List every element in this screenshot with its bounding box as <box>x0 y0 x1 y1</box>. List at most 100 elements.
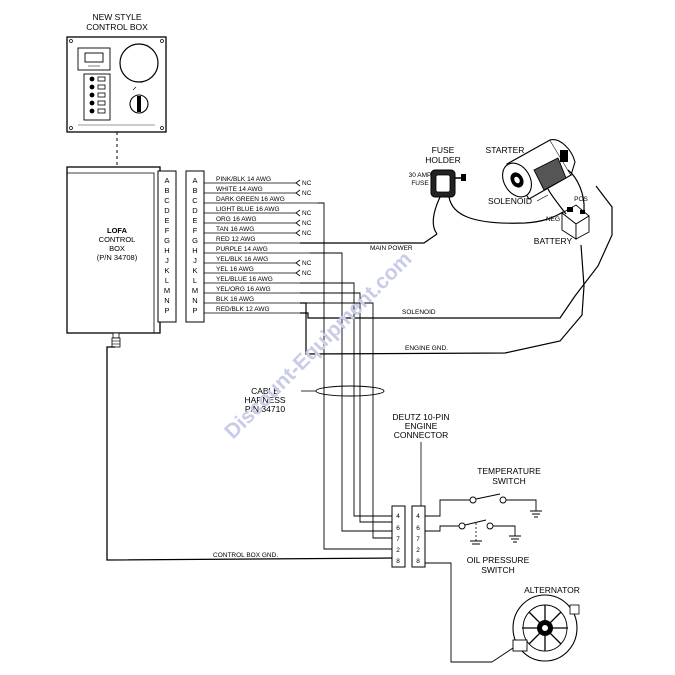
new-style-title-1: NEW STYLE <box>92 12 141 22</box>
nc-label: NC <box>302 220 312 227</box>
pin-letter: K <box>192 266 197 275</box>
nc-label: NC <box>302 180 312 187</box>
deutz-connector: DEUTZ 10-PIN ENGINE CONNECTOR 4 6 7 2 8 … <box>391 412 450 568</box>
control-box-ground-label: CONTROL BOX GND. <box>213 552 278 559</box>
pin-letter: G <box>164 236 170 245</box>
pin-letter: C <box>164 196 170 205</box>
alternator: ALTERNATOR <box>425 562 580 663</box>
new-style-control-box: NEW STYLE CONTROL BOX <box>66 12 167 166</box>
battery: BATTERY NEG POS <box>534 196 590 246</box>
fuse-holder-label-1: FUSE <box>432 145 455 155</box>
wire-labels: PINK/BLK 14 AWG WHITE 14 AWG DARK GREEN … <box>216 176 285 313</box>
pin-letter: M <box>164 286 170 295</box>
harness-wires <box>300 202 393 550</box>
pin-letter: H <box>164 246 169 255</box>
nc-label: NC <box>302 210 312 217</box>
engine-ground-wire <box>300 244 585 355</box>
fuse-rating: 30 AMP <box>409 172 432 179</box>
temperature-switch: TEMPERATURE SWITCH <box>425 466 542 518</box>
pin-letter: E <box>192 216 197 225</box>
nc-label: NC <box>302 230 312 237</box>
wire-label: RED 12 AWG <box>216 236 256 243</box>
wire-leaders <box>204 182 318 314</box>
wire-label: ORG 16 AWG <box>216 216 257 223</box>
cable-harness-label-1: CABLE <box>251 386 279 396</box>
pin-letter: B <box>192 186 197 195</box>
cable-harness: CABLE HARNESS P/N 34710 <box>244 385 385 414</box>
lofa-part-number: (P/N 34708) <box>97 253 138 262</box>
lofa-label: LOFA <box>107 226 128 235</box>
pin-letter: H <box>192 246 197 255</box>
solenoid-wire-label: SOLENOID <box>402 309 436 316</box>
wire-label: WHITE 14 AWG <box>216 186 263 193</box>
connector-pin: 4 <box>396 513 400 520</box>
wire-label: DARK GREEN 16 AWG <box>216 196 285 203</box>
fuse-rating-label: FUSE <box>411 180 429 187</box>
connector-pin: 6 <box>416 525 420 532</box>
temperature-switch-label-2: SWITCH <box>492 476 526 486</box>
pin-letter: J <box>193 256 197 265</box>
oil-pressure-switch: OIL PRESSURE SWITCH <box>425 519 530 575</box>
fuse-holder: FUSE HOLDER 30 AMP FUSE <box>409 145 564 235</box>
connector-pin: 7 <box>396 536 400 543</box>
pin-letter: N <box>192 296 197 305</box>
nc-label: NC <box>302 190 312 197</box>
pin-letter: G <box>192 236 198 245</box>
battery-pos-label: POS <box>574 196 588 203</box>
main-power-label: MAIN POWER <box>370 245 413 252</box>
wire-label: YEL/BLUE 16 AWG <box>216 276 273 283</box>
cable-harness-label-2: HARNESS <box>244 395 285 405</box>
pin-letter: C <box>192 196 198 205</box>
connector-pin: 4 <box>416 513 420 520</box>
solenoid-wire <box>300 185 613 319</box>
wire-label: YEL/BLK 16 AWG <box>216 256 268 263</box>
oil-pressure-switch-label-1: OIL PRESSURE <box>467 555 530 565</box>
oil-pressure-switch-label-2: SWITCH <box>481 565 515 575</box>
fuse-holder-label-2: HOLDER <box>425 155 460 165</box>
lofa-control-box: LOFA CONTROL BOX (P/N 34708) <box>66 166 161 348</box>
connector-pin: 2 <box>416 547 420 554</box>
temperature-switch-label-1: TEMPERATURE <box>477 466 541 476</box>
connector-pin: 8 <box>416 558 420 565</box>
connector-pin: 7 <box>416 536 420 543</box>
nc-label: NC <box>302 260 312 267</box>
cable-harness-part-number: P/N 34710 <box>245 404 285 414</box>
pin-column-right: A B C D E F G H J K L M N P <box>185 170 205 323</box>
deutz-label-2: ENGINE <box>405 421 438 431</box>
wire-label: TAN 16 AWG <box>216 226 254 233</box>
pin-letter: B <box>164 186 169 195</box>
pin-letter: P <box>192 306 197 315</box>
starter-label: STARTER <box>486 145 525 155</box>
pin-letter: P <box>164 306 169 315</box>
solenoid-label: SOLENOID <box>488 196 532 206</box>
lofa-control-label: CONTROL <box>99 235 136 244</box>
nc-terminations: NC NC NC NC NC NC NC <box>295 179 312 277</box>
lofa-box-label: BOX <box>109 244 125 253</box>
engine-ground-label: ENGINE GND. <box>405 345 448 352</box>
pin-letter: A <box>192 176 197 185</box>
deutz-label-1: DEUTZ 10-PIN <box>392 412 449 422</box>
pin-letter: L <box>165 276 169 285</box>
pin-letter: E <box>164 216 169 225</box>
nc-label: NC <box>302 270 312 277</box>
pin-letter: F <box>193 226 198 235</box>
pin-letter: A <box>164 176 169 185</box>
new-style-title-2: CONTROL BOX <box>86 22 148 32</box>
pin-letter: N <box>164 296 169 305</box>
wire-label: YEL/ORG 16 AWG <box>216 286 271 293</box>
connector-pin: 2 <box>396 547 400 554</box>
deutz-label-3: CONNECTOR <box>394 430 449 440</box>
pin-column-left: A B C D E F G H J K L M N P <box>157 170 177 323</box>
wire-label: LIGHT BLUE 16 AWG <box>216 206 280 213</box>
wire-label: PINK/BLK 14 AWG <box>216 176 271 183</box>
connector-pin: 6 <box>396 525 400 532</box>
starter-assembly: STARTER SOLENOID BATTERY NEG POS <box>486 139 590 246</box>
pin-letter: F <box>165 226 170 235</box>
wire-label: YEL 16 AWG <box>216 266 254 273</box>
pin-letter: D <box>192 206 198 215</box>
battery-label: BATTERY <box>534 236 573 246</box>
pin-letter: K <box>164 266 169 275</box>
pin-letter: D <box>164 206 170 215</box>
